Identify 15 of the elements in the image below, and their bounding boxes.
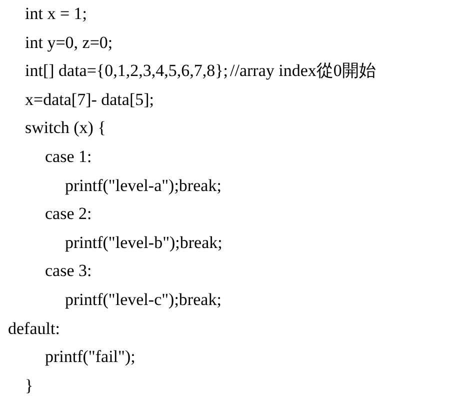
code-line: printf("fail");	[45, 347, 136, 368]
code-line: printf("level-a");break;	[65, 176, 222, 196]
code-line: printf("level-b");break;	[65, 232, 222, 253]
code-line: printf("level-c");break;	[65, 290, 222, 310]
code-line: }	[25, 376, 34, 396]
code-line: case 2:	[45, 204, 92, 224]
code-line: switch (x) {	[25, 118, 106, 138]
code-line: default:	[8, 318, 60, 339]
code-line: int[] data={0,1,2,3,4,5,6,7,8};	[25, 61, 228, 82]
code-line: int x = 1;	[25, 4, 88, 24]
code-line: int y=0, z=0;	[25, 32, 113, 53]
code-line: case 1:	[45, 147, 92, 167]
code-line: x=data[7]- data[5];	[25, 90, 154, 110]
code-line: case 3:	[45, 261, 92, 282]
code-comment: //array index從0開始	[230, 61, 376, 82]
